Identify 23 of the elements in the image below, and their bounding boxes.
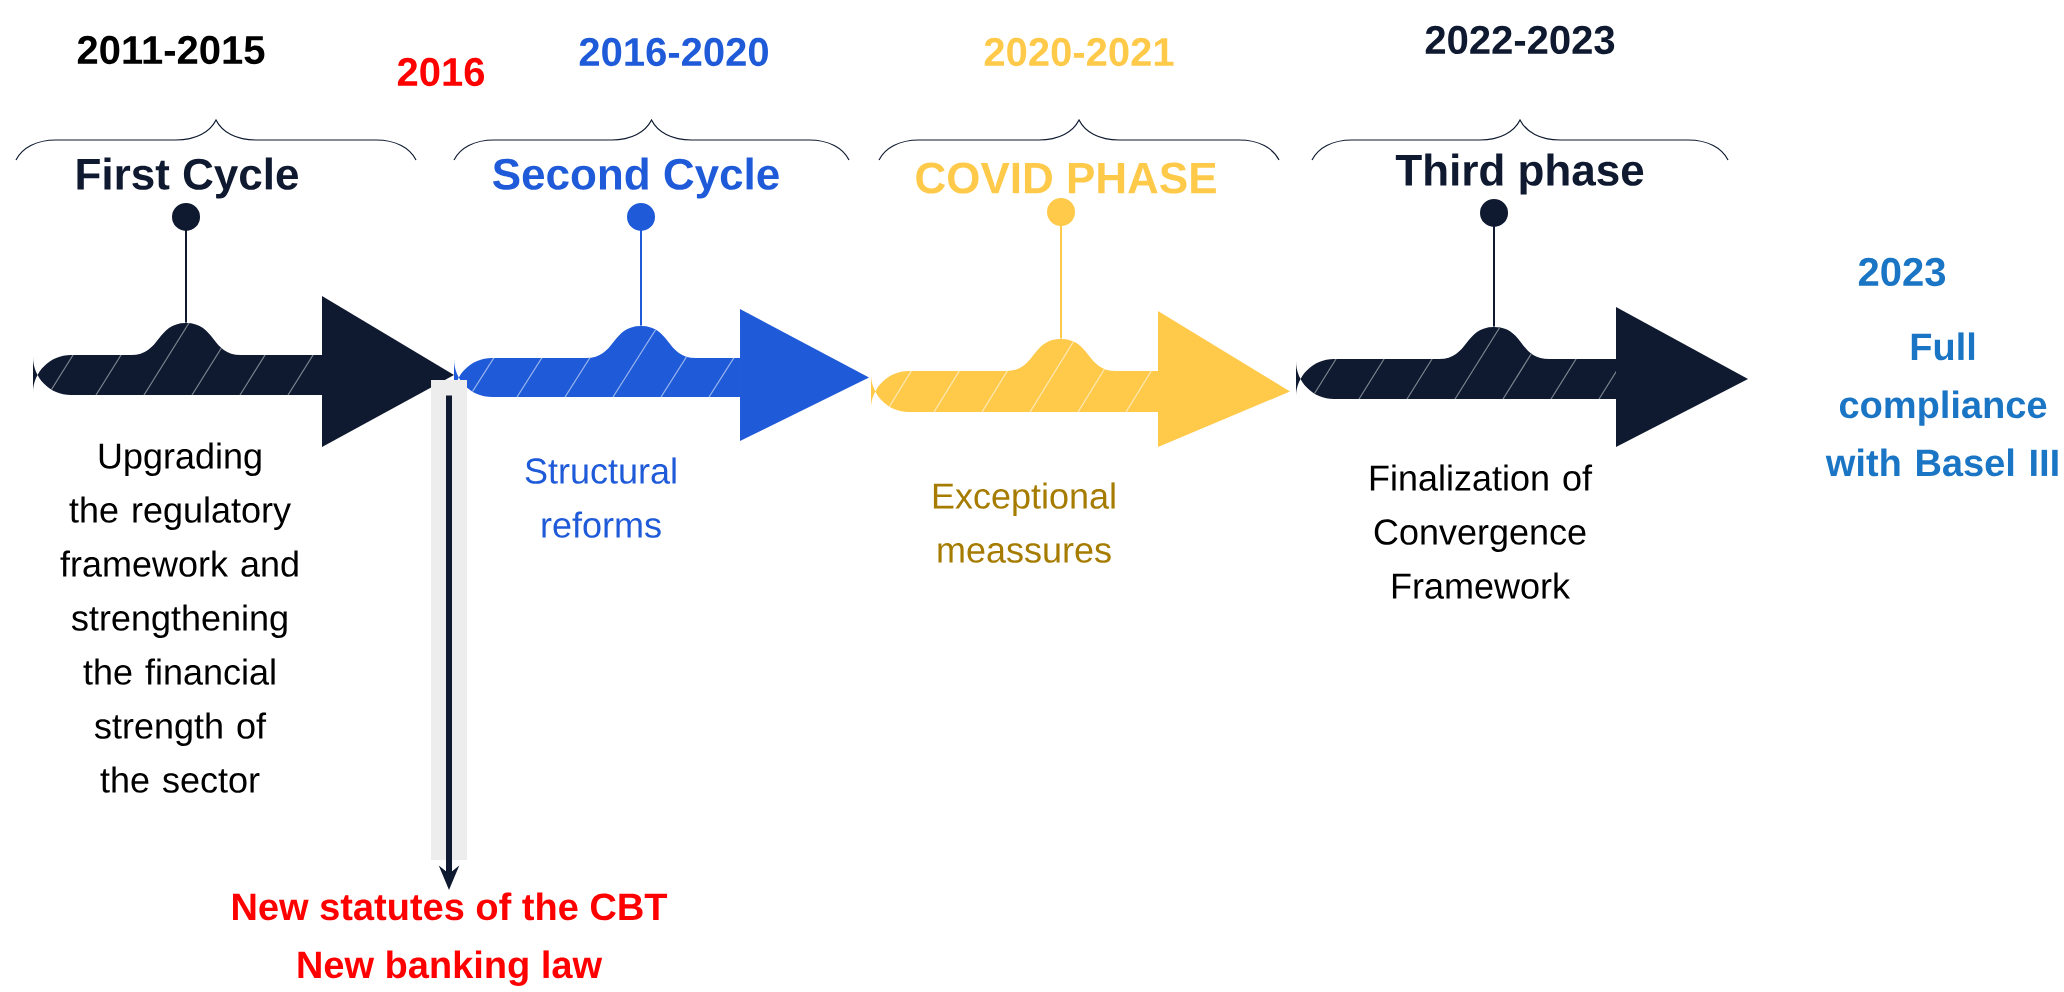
event-text: New statutes of the CBT New banking law [233, 892, 668, 986]
pin-line [1047, 198, 1075, 340]
arrow-shape [871, 311, 1290, 447]
phase-heading: COVID PHASE [916, 162, 1216, 194]
pin-line [172, 202, 200, 324]
pin-line [1480, 198, 1508, 328]
year-label: 2011-2015 [77, 35, 265, 65]
year-label: 2022-2023 [1425, 25, 1615, 55]
milestone-text: Full compliance with Basel III [1825, 332, 2058, 477]
description-text: Upgrading the regulatory framework and strengthening the financial strength of the sector [60, 442, 298, 793]
year-label: 2023 [1858, 257, 1946, 287]
description-text: Finalization of Convergence Framework [1370, 464, 1593, 599]
year-label: 2020-2021 [984, 37, 1174, 67]
year-label: 2016-2020 [579, 37, 768, 67]
phase-heading: Second Cycle [493, 157, 779, 199]
year-label: 2016 [397, 57, 485, 87]
description-text: Exceptional meassures [933, 482, 1115, 563]
description-text: Structural reforms [525, 457, 676, 538]
phase-heading: First Cycle [77, 157, 298, 199]
arrow-shape [1296, 307, 1748, 447]
pin-line [627, 202, 655, 327]
phase-heading: Third phase [1395, 153, 1644, 195]
arrow-shape [454, 309, 869, 441]
